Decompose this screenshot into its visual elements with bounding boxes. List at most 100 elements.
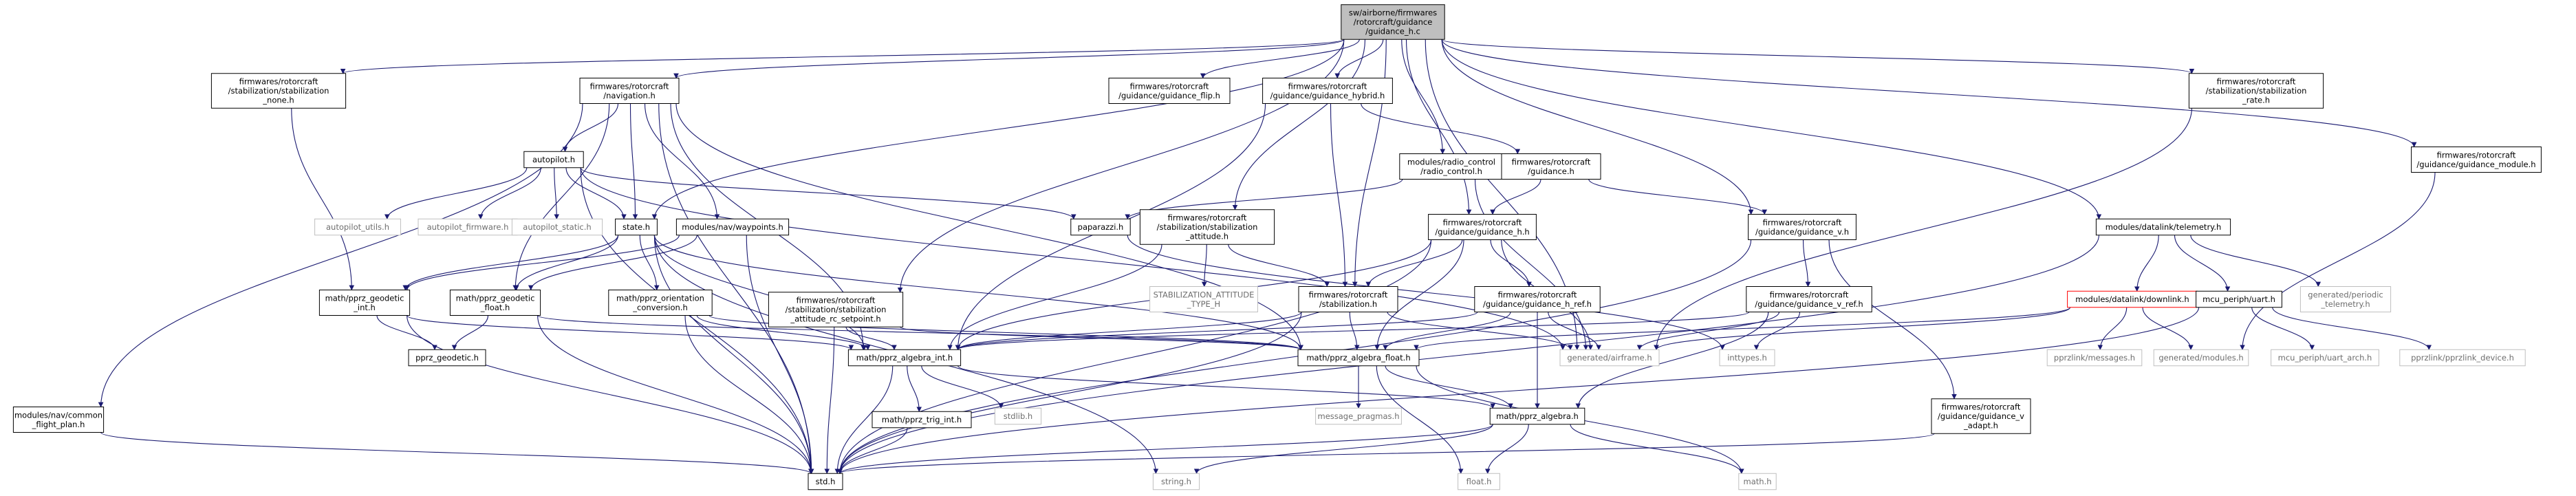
node-flight-plan[interactable]: modules/nav/common_flight_plan.h xyxy=(12,407,105,433)
node-box xyxy=(1738,473,1777,490)
node-box xyxy=(1139,209,1275,245)
edge-autopilot-to-airframe xyxy=(580,167,1566,351)
node-label-line: /stabilization/stabilization xyxy=(228,86,329,96)
node-autopilot-static: autopilot_static.h xyxy=(511,218,603,236)
edge-guidance-h-ref-to-airframe xyxy=(1548,312,1602,351)
node-guidance-v[interactable]: firmwares/rotorcraft/guidance/guidance_v… xyxy=(1748,214,1857,240)
node-guidance-flip[interactable]: firmwares/rotorcraft/guidance/guidance_f… xyxy=(1108,78,1231,104)
node-box xyxy=(768,292,904,327)
node-box xyxy=(1501,153,1601,180)
node-paparazzi[interactable]: paparazzi.h xyxy=(1070,218,1131,236)
node-label-line: /rotorcraft/guidance xyxy=(1354,17,1433,27)
node-box xyxy=(872,411,972,429)
node-box xyxy=(1152,473,1200,490)
edge-state-to-std xyxy=(653,235,814,475)
node-downlink[interactable]: modules/datalink/downlink.h xyxy=(2067,290,2198,308)
edge-radio-control-to-airframe xyxy=(1474,179,1589,351)
node-autopilot[interactable]: autopilot.h xyxy=(523,151,584,169)
edge-stab-rate-to-airframe xyxy=(1654,108,2192,351)
node-label-line: _float.h xyxy=(480,303,510,312)
node-pprz-algebra-float[interactable]: math/pprz_algebra_float.h xyxy=(1297,349,1420,367)
node-label-line: firmwares/rotorcraft xyxy=(1770,290,1849,299)
node-stab-rate[interactable]: firmwares/rotorcraft/stabilization/stabi… xyxy=(2188,73,2324,109)
node-box xyxy=(1315,407,1402,425)
edge-pprz-algebra-int-to-stdlib xyxy=(921,365,1004,409)
node-pprz-algebra-int[interactable]: math/pprz_algebra_int.h xyxy=(847,349,962,367)
node-label-line: modules/datalink/downlink.h xyxy=(2075,294,2189,304)
node-stab-rc-setpoint[interactable]: firmwares/rotorcraft/stabilization/stabi… xyxy=(768,292,904,327)
node-telemetry[interactable]: modules/datalink/telemetry.h xyxy=(2095,218,2231,236)
node-guidance-v-adapt[interactable]: firmwares/rotorcraft/guidance/guidance_v… xyxy=(1931,398,2031,434)
node-root[interactable]: sw/airborne/firmwares/rotorcraft/guidanc… xyxy=(1341,4,1445,40)
node-label-line: _telemetry.h xyxy=(2320,299,2370,309)
node-label-line: /guidance/guidance_v.h xyxy=(1755,227,1849,237)
edge-waypoints-to-pprz-geodetic-int xyxy=(404,235,680,291)
edge-root-to-guidance-v xyxy=(1441,39,1754,215)
node-label-line: string.h xyxy=(1161,477,1191,486)
node-guidance-h-ref[interactable]: firmwares/rotorcraft/guidance/guidance_h… xyxy=(1474,286,1601,312)
node-stab-attitude[interactable]: firmwares/rotorcraft/stabilization/stabi… xyxy=(1139,209,1275,245)
edge-pprz-algebra-int-to-pprz-trig-int xyxy=(907,365,922,413)
node-guidance[interactable]: firmwares/rotorcraft/guidance.h xyxy=(1501,153,1601,180)
edge-root-to-stabilization xyxy=(1352,39,1387,288)
node-label-line: generated/periodic xyxy=(2308,290,2383,299)
node-guidance-module[interactable]: firmwares/rotorcraft/guidance/guidance_m… xyxy=(2411,147,2542,173)
node-guidance-v-ref[interactable]: firmwares/rotorcraft/guidance/guidance_v… xyxy=(1746,286,1872,312)
node-pprz-geodetic[interactable]: pprz_geodetic.h xyxy=(408,349,486,367)
edge-stab-attitude-to-stabilization xyxy=(1228,244,1330,288)
node-pprz-trig-int[interactable]: math/pprz_trig_int.h xyxy=(872,411,972,429)
node-label-line: stdlib.h xyxy=(1004,411,1032,421)
edge-stab-rc-setpoint-to-std xyxy=(824,327,835,475)
edge-navigation-to-state xyxy=(629,103,638,220)
node-label-line: math/pprz_orientation xyxy=(616,293,704,303)
edge-pprz-geodetic-int-to-pprz-algebra-int xyxy=(407,315,854,351)
node-state[interactable]: state.h xyxy=(615,218,658,236)
node-box xyxy=(2299,286,2392,312)
edge-root-to-stab-attitude xyxy=(1232,39,1366,211)
node-radio-control[interactable]: modules/radio_control/radio_control.h xyxy=(1399,153,1504,180)
node-label-line: pprz_geodetic.h xyxy=(415,353,479,363)
node-box xyxy=(1746,286,1872,312)
node-stab-none[interactable]: firmwares/rotorcraft/stabilization/stabi… xyxy=(210,73,347,109)
node-modules-gen: generated/modules.h xyxy=(2153,349,2249,367)
edge-root-to-stab-rate xyxy=(1441,39,2194,74)
edge-navigation-to-flight-plan xyxy=(98,103,583,408)
edge-autopilot-to-state xyxy=(565,167,627,220)
node-box xyxy=(1399,153,1504,180)
node-std[interactable]: std.h xyxy=(808,473,843,490)
node-box xyxy=(615,218,658,236)
node-waypoints[interactable]: modules/nav/waypoints.h xyxy=(675,218,790,236)
node-navigation[interactable]: firmwares/rotorcraft/navigation.h xyxy=(579,78,680,104)
edge-root-to-radio-control xyxy=(1401,39,1446,155)
node-guidance-hybrid[interactable]: firmwares/rotorcraft/guidance/guidance_h… xyxy=(1262,78,1393,104)
node-label-line: _TYPE_H xyxy=(1187,299,1220,309)
edge-root-to-guidance-h xyxy=(1405,39,1472,215)
edge-pprz-orientation-to-pprz-algebra-int xyxy=(696,315,871,351)
node-guidance-h[interactable]: firmwares/rotorcraft/guidance/guidance_h… xyxy=(1428,214,1537,240)
node-label-line: _attitude.h xyxy=(1185,232,1229,241)
edge-root-to-stab-none xyxy=(340,39,1345,74)
edge-pprz-algebra-to-std xyxy=(837,424,1493,475)
node-stdlib: stdlib.h xyxy=(994,407,1042,425)
edge-guidance-h-to-std xyxy=(837,239,1432,475)
node-pprz-geodetic-float[interactable]: math/pprz_geodetic_float.h xyxy=(449,290,541,316)
node-pprz-algebra[interactable]: math/pprz_algebra.h xyxy=(1489,407,1585,425)
node-label-line: math/pprz_trig_int.h xyxy=(882,415,962,424)
edge-uart-to-uart-arch xyxy=(2251,307,2315,351)
node-label-line: /guidance/guidance_hybrid.h xyxy=(1270,91,1385,100)
edge-pprz-algebra-float-to-pprz-algebra xyxy=(1385,365,1513,409)
node-pprz-geodetic-int[interactable]: math/pprz_geodetic_int.h xyxy=(318,290,411,316)
node-label-line: firmwares/rotorcraft xyxy=(1512,157,1591,166)
edge-stabilization-to-airframe xyxy=(1387,312,1573,351)
node-pprz-orientation[interactable]: math/pprz_orientation_conversion.h xyxy=(608,290,713,316)
node-box xyxy=(1341,4,1445,40)
node-uart[interactable]: mcu_periph/uart.h xyxy=(2196,290,2282,308)
node-uart-arch: mcu_periph/uart_arch.h xyxy=(2271,349,2379,367)
node-label-line: math/pprz_geodetic xyxy=(325,293,404,303)
node-box xyxy=(2196,290,2282,308)
node-stabilization[interactable]: firmwares/rotorcraft/stabilization.h xyxy=(1298,286,1398,312)
edge-autopilot-to-paparazzi xyxy=(580,167,1076,220)
node-label-line: mcu_periph/uart_arch.h xyxy=(2278,353,2372,363)
node-label-line: math/pprz_algebra_float.h xyxy=(1306,353,1410,363)
node-label-line: /guidance/guidance_h.h xyxy=(1435,227,1529,237)
